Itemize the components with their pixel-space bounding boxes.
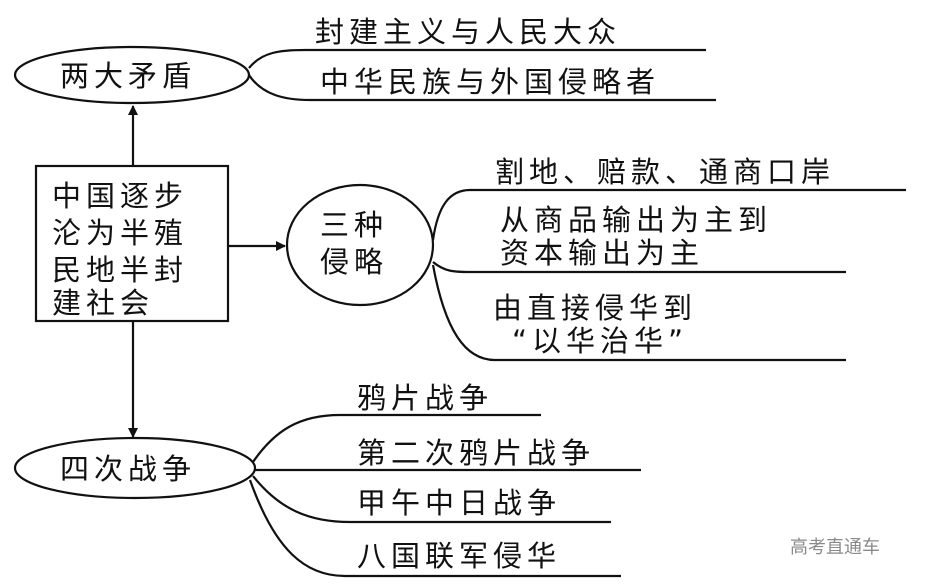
branch-line [432,261,846,274]
contradictions-title: 两大矛盾 [60,59,196,93]
branch-line [252,475,611,524]
aggression-item: 割地、赔款、通商口岸 [495,155,835,189]
center-line-3: 民地半封 [52,253,188,287]
wars-node [13,436,257,500]
aggression-title-line: 三种 [320,208,388,242]
aggression-item: 资本输出为主 [500,236,704,270]
branch-line [252,413,541,463]
watermark: 高考直通车 [790,537,880,558]
aggression-item: 由直接侵华到 [493,291,697,325]
center-line-2: 沦为半殖 [52,216,188,250]
war-item: 鸦片战争 [357,381,493,415]
branch-line [248,48,706,69]
war-item: 八国联军侵华 [357,539,561,573]
branch-line [248,74,716,102]
aggression-node [285,183,435,307]
branch-line [248,479,621,578]
branch-line [431,264,846,362]
contradiction-item: 封建主义与人民大众 [315,15,621,49]
war-item: 甲午中日战争 [357,486,561,520]
aggression-item: 从商品输出为主到 [500,203,772,237]
contradiction-item: 中华民族与外国侵略者 [320,65,660,99]
center-line-1: 中国逐步 [52,179,188,213]
wars-title: 四次战争 [60,452,196,486]
branch-line [431,188,906,241]
center-line-4: 建社会 [52,286,154,320]
aggression-item: “以华治华” [512,324,688,358]
war-item: 第二次鸦片战争 [357,436,595,470]
aggression-title-line: 侵略 [320,245,388,279]
